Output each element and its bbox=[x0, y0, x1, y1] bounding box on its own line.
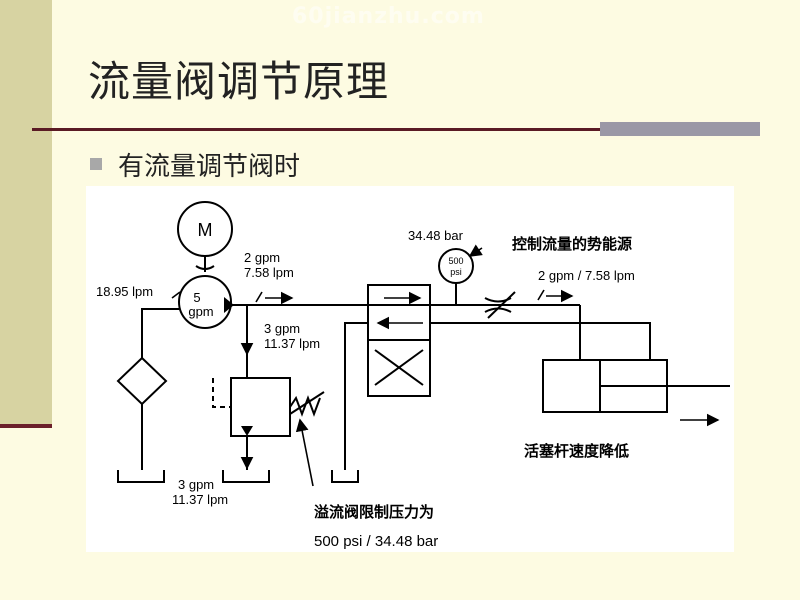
tank-flow-line1: 3 gpm bbox=[178, 477, 214, 492]
motor-label: M bbox=[198, 220, 213, 240]
cylinder-return-line bbox=[430, 322, 651, 360]
slide-title: 流量阀调节原理 bbox=[88, 57, 390, 106]
relief-valve-arrow-icon bbox=[241, 426, 253, 436]
title-rule bbox=[32, 128, 600, 131]
tank-valve bbox=[331, 470, 359, 483]
tank-relief bbox=[222, 470, 270, 483]
inlet-pointer bbox=[171, 291, 181, 299]
relief-spring bbox=[289, 395, 321, 417]
pump-circle bbox=[178, 275, 232, 329]
relief-valve-body bbox=[230, 377, 291, 437]
left-decor-edge bbox=[0, 424, 52, 428]
relief-valve-label: 溢流阀限制压力为 bbox=[314, 503, 434, 521]
pump-flow-line1: 5 bbox=[193, 290, 200, 305]
motor-coupling bbox=[195, 265, 215, 270]
left-decor-strip bbox=[0, 0, 52, 428]
valve-cross-b bbox=[374, 349, 424, 386]
relief-pressure-label: 500 psi / 34.48 bar bbox=[314, 533, 438, 550]
relief-flow-line2: 11.37 lpm bbox=[264, 336, 320, 351]
relief-adjust-arrow bbox=[289, 391, 325, 415]
cylinder-flow-label: 2 gpm / 7.58 lpm bbox=[538, 268, 635, 283]
valve-return-line bbox=[344, 322, 368, 470]
pilot-line bbox=[212, 378, 231, 408]
gauge-pointer-arrow bbox=[468, 244, 483, 257]
control-source-label: 控制流量的势能源 bbox=[512, 235, 632, 253]
relief-pointer-arrow bbox=[295, 418, 314, 487]
bullet-square-icon bbox=[90, 158, 102, 170]
gauge-line1: 500 bbox=[448, 256, 463, 266]
piston-speed-label: 活塞杆速度降低 bbox=[524, 442, 629, 460]
title-rule-accent bbox=[600, 122, 760, 136]
gauge-line2: psi bbox=[450, 267, 462, 277]
inlet-flow-label: 18.95 lpm bbox=[96, 284, 153, 299]
tank-left bbox=[117, 470, 165, 483]
gauge-pressure-label: 34.48 bar bbox=[408, 228, 464, 243]
pressure-gauge-circle bbox=[438, 248, 474, 284]
bullet-text: 有流量调节阀时 bbox=[118, 152, 301, 182]
tank-flow-line2: 11.37 lpm bbox=[172, 492, 228, 507]
cylinder-line-slash bbox=[537, 289, 545, 301]
pump-flow-line2: gpm bbox=[188, 304, 213, 319]
watermark: 60jianzhu.com bbox=[292, 4, 485, 29]
filter-symbol bbox=[116, 356, 168, 406]
pump-line-slash bbox=[255, 291, 263, 303]
relief-flow-line1: 3 gpm bbox=[264, 321, 300, 336]
suction-line bbox=[141, 308, 179, 358]
pump-direction-icon bbox=[224, 297, 234, 313]
flow-adjust-arrow bbox=[487, 291, 516, 319]
hydraulic-diagram-panel bbox=[86, 186, 734, 552]
pump-out-line1: 2 gpm bbox=[244, 250, 280, 265]
pump-out-line2: 7.58 lpm bbox=[244, 265, 294, 280]
